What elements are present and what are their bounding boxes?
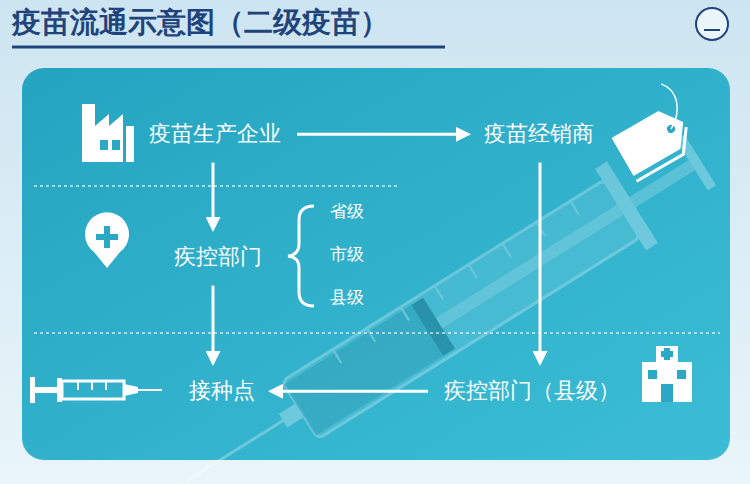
hospital-window [677,370,686,379]
hospital-icon [642,346,692,402]
hospital-cross [661,351,673,357]
tag-body [612,103,695,176]
factory-icon [82,104,134,162]
logo-stroke [704,29,720,31]
location-icon [85,212,129,268]
factory-wing [126,126,134,162]
level-label: 省级 [328,200,366,222]
icon-handle [30,377,35,403]
hospital-top [656,346,678,362]
main-panel [22,68,730,460]
hospital-door [661,384,673,402]
level-label: 市级 [328,243,366,265]
diagram-title: 疫苗流通示意图（二级疫苗） [12,4,389,42]
pin-cross [96,234,118,240]
divider-lines [34,186,720,333]
flow-arrow [297,133,468,136]
logo-mark [696,8,728,40]
node-text: 疫苗生产企业 [149,120,281,149]
factory-window [100,140,108,150]
icon-nozzle [124,384,138,396]
flow-node: 疾控部门（县级） [440,375,624,408]
factory-body [82,104,123,162]
flow-arrow [212,163,215,229]
hospital-body [642,362,692,402]
liquid [284,305,443,435]
node-text: 疾控部门 [174,243,262,272]
syringe-icon [30,377,162,403]
flow-node: 疫苗生产企业 [145,118,285,151]
icon-marks [78,381,106,390]
divider [34,185,400,187]
syringe-illustration [54,119,726,484]
tag-shadow [626,127,698,181]
icon-needle [138,389,162,391]
node-text: 疾控部门（县级） [444,377,620,406]
factory-window [112,140,120,150]
flow-node: 疾控部门 [170,241,266,274]
plunger-head [676,134,716,190]
needle [80,410,300,484]
node-text: 疫苗经销商 [484,120,594,149]
flow-node: 接种点 [185,375,259,408]
pin-shape [85,212,129,268]
level-label: 县级 [328,286,366,308]
hospital-window [648,370,657,379]
icon-rod [35,387,57,393]
tag-string [649,81,688,129]
tag-hole [666,124,677,135]
flow-arrow [271,390,428,393]
plunger-rod [436,159,697,328]
node-text: 接种点 [189,377,255,406]
flow-node: 疫苗经销商 [480,118,598,151]
scale-marks [333,201,579,363]
divider [34,332,720,334]
plunger-seal [411,298,455,356]
brace [288,206,314,306]
tag-icon [601,81,703,181]
icon-barrel [62,381,124,399]
title-underline [12,46,445,49]
logo-circle [696,8,728,40]
flow-arrow [212,286,215,363]
flow-arrow [539,163,542,363]
